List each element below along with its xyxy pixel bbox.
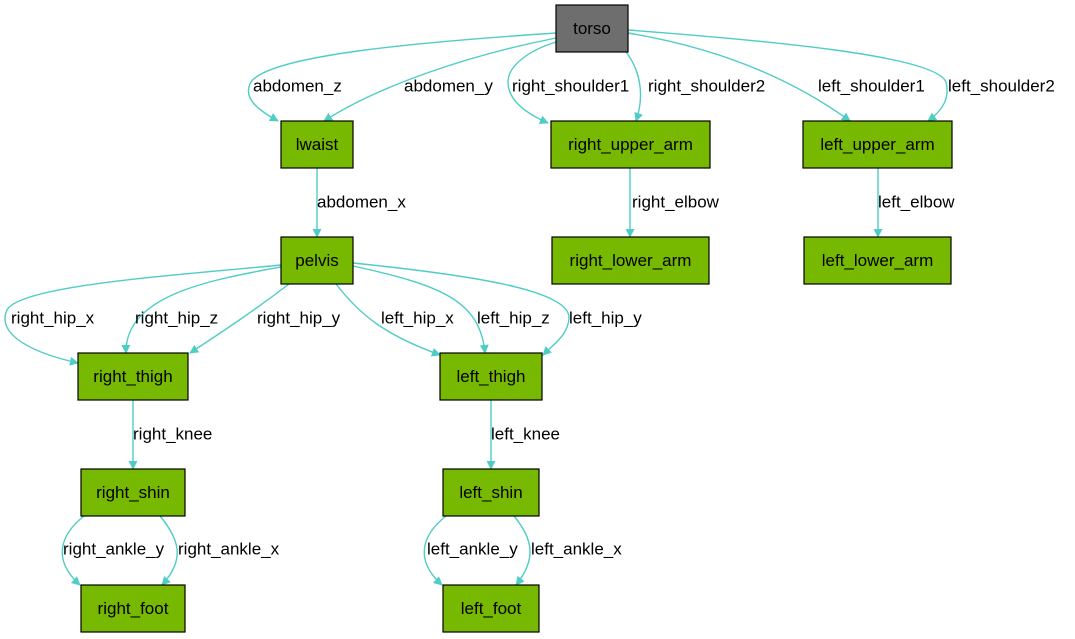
node-label: right_thigh	[93, 367, 172, 386]
node-left-lower-arm[interactable]: left_lower_arm	[803, 236, 952, 285]
edge-right-knee: right_knee	[128, 400, 212, 470]
node-label: right_upper_arm	[568, 135, 693, 154]
nodes-layer: torso lwaist right_upper_arm left_upper_arm…	[77, 4, 953, 633]
edge-right-hip-z: right_hip_z	[121, 266, 282, 354]
node-box[interactable]	[803, 236, 952, 285]
edge-arrow	[159, 515, 178, 586]
edge-label: left_shoulder1	[818, 77, 925, 96]
node-label: torso	[573, 19, 611, 38]
node-box[interactable]	[551, 236, 710, 285]
edge-arrow	[513, 515, 531, 586]
edge-label: right_shoulder2	[648, 77, 765, 96]
edge-arrow	[189, 283, 290, 354]
edge-arrow	[352, 265, 489, 354]
node-box[interactable]	[80, 468, 186, 517]
node-right-upper-arm[interactable]: right_upper_arm	[550, 120, 711, 169]
edge-label: left_hip_z	[477, 309, 550, 328]
edge-label: left_shoulder2	[948, 77, 1055, 96]
edge-left-ankle-x: left_ankle_x	[513, 515, 622, 586]
edge-label: abdomen_x	[317, 193, 406, 212]
edge-arrow	[625, 51, 643, 122]
edge-left-knee: left_knee	[486, 400, 560, 470]
edge-left-elbow: left_elbow	[873, 168, 955, 238]
node-box[interactable]	[802, 120, 953, 169]
edge-label: abdomen_z	[253, 77, 342, 96]
edge-arrow	[61, 515, 85, 586]
edge-label: left_ankle_y	[427, 540, 518, 559]
edge-right-ankle-x: right_ankle_x	[159, 515, 280, 586]
edge-label: right_ankle_y	[63, 540, 165, 559]
edge-label: right_hip_y	[257, 309, 341, 328]
edge-label: right_ankle_x	[178, 540, 280, 559]
edge-right-ankle-y: right_ankle_y	[61, 515, 165, 586]
node-right-thigh[interactable]: right_thigh	[77, 352, 189, 401]
node-label: right_shin	[96, 483, 170, 502]
edge-left-hip-y: left_hip_y	[352, 262, 642, 356]
edge-label: right_shoulder1	[512, 77, 629, 96]
node-box[interactable]	[77, 352, 189, 401]
edge-label: right_knee	[133, 425, 212, 444]
edge-label: left_knee	[491, 425, 560, 444]
edge-right-hip-y: right_hip_y	[189, 283, 341, 354]
edge-right-shoulder1: right_shoulder1	[507, 41, 629, 124]
node-lwaist[interactable]: lwaist	[280, 120, 354, 169]
edge-label: abdomen_y	[404, 77, 493, 96]
node-box[interactable]	[439, 352, 543, 401]
node-left-shin[interactable]: left_shin	[442, 468, 540, 517]
node-left-thigh[interactable]: left_thigh	[439, 352, 543, 401]
edge-abdomen-y: abdomen_y	[323, 37, 557, 122]
node-left-upper-arm[interactable]: left_upper_arm	[802, 120, 953, 169]
edge-left-ankle-y: left_ankle_y	[423, 515, 518, 586]
node-right-foot[interactable]: right_foot	[80, 584, 186, 633]
edge-label: left_ankle_x	[531, 540, 622, 559]
node-box[interactable]	[442, 584, 540, 633]
node-box[interactable]	[280, 120, 354, 169]
node-label: left_lower_arm	[822, 251, 934, 270]
node-box[interactable]	[442, 468, 540, 517]
edge-abdomen-z: abdomen_z	[247, 32, 557, 122]
node-label: right_foot	[98, 599, 169, 618]
edge-left-shoulder1: left_shoulder1	[627, 32, 925, 122]
edge-right-shoulder2: right_shoulder2	[625, 51, 765, 122]
edge-arrow	[627, 29, 948, 122]
node-box[interactable]	[280, 236, 354, 285]
node-box[interactable]	[550, 120, 711, 169]
edge-arrow	[335, 283, 441, 357]
node-label: right_lower_arm	[570, 251, 692, 270]
node-box[interactable]	[80, 584, 186, 633]
edge-arrow	[4, 264, 282, 366]
node-label: lwaist	[296, 135, 339, 154]
edge-label: left_elbow	[878, 193, 955, 212]
edge-arrow	[627, 32, 851, 122]
edge-label: right_hip_z	[135, 309, 218, 328]
edge-label: right_elbow	[632, 193, 720, 212]
edge-arrow	[323, 37, 557, 122]
edge-label: right_hip_x	[11, 309, 95, 328]
node-label: left_thigh	[457, 367, 526, 386]
edge-arrow	[121, 266, 282, 354]
edge-arrow	[352, 262, 570, 356]
edge-left-hip-z: left_hip_z	[352, 265, 550, 354]
node-pelvis[interactable]: pelvis	[280, 236, 354, 285]
edge-abdomen-x: abdomen_x	[312, 168, 406, 238]
edge-arrow	[247, 32, 557, 122]
node-right-lower-arm[interactable]: right_lower_arm	[551, 236, 710, 285]
node-torso[interactable]: torso	[555, 4, 629, 53]
edge-arrow	[507, 41, 557, 124]
edge-label: left_hip_x	[381, 309, 454, 328]
node-label: left_shin	[459, 483, 522, 502]
edge-left-shoulder2: left_shoulder2	[627, 29, 1055, 122]
edge-right-hip-x: right_hip_x	[4, 264, 282, 366]
edge-left-hip-x: left_hip_x	[335, 283, 454, 357]
node-label: pelvis	[295, 251, 338, 270]
node-label: left_foot	[461, 599, 522, 618]
edges-layer: abdomen_z abdomen_y right_shoulder1 right_s…	[4, 29, 1055, 586]
node-label: left_upper_arm	[820, 135, 934, 154]
node-right-shin[interactable]: right_shin	[80, 468, 186, 517]
node-box[interactable]	[555, 4, 629, 53]
edge-label: left_hip_y	[569, 309, 642, 328]
edge-arrow	[423, 515, 447, 586]
node-left-foot[interactable]: left_foot	[442, 584, 540, 633]
edge-right-elbow: right_elbow	[625, 168, 720, 238]
